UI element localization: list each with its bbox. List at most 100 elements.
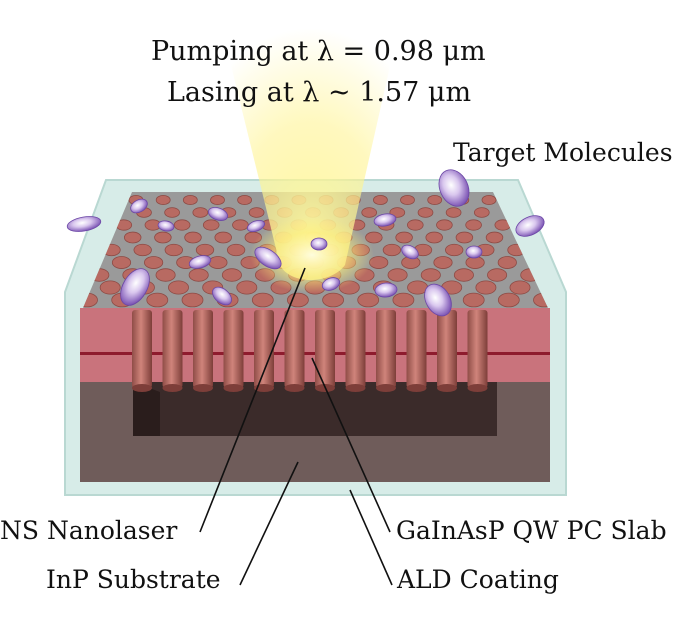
target-molecule [310,237,328,251]
laser-spot [250,217,374,293]
pc-hole [361,207,378,218]
air-cavity [133,382,497,436]
target-molecule [188,255,212,269]
pc-rod [406,310,427,388]
pc-hole [192,207,209,218]
pc-hole [210,194,225,205]
pc-hole [462,292,485,308]
pc-rod [223,310,244,388]
pc-hole [164,243,183,257]
lasing-label: Lasing at λ ~ 1.57 μm [167,77,472,108]
pc-hole [427,194,443,205]
pc-rods [132,310,488,392]
target-molecule [321,277,341,291]
substrate-leader [239,461,299,586]
pc-rod [345,310,366,388]
pc-rod-end [193,384,213,392]
target-molecule [254,246,282,270]
pc-hole [455,231,474,244]
pc-rod-end [437,384,457,392]
target-molecule [424,283,452,317]
pc-hole [382,243,402,257]
pc-hole [475,280,497,295]
pc-rod-end [162,384,183,392]
pc-hole [433,256,453,269]
pc-rod [162,310,183,388]
pc-hole [465,219,482,231]
target-molecule [438,169,470,207]
target-molecule [212,286,232,306]
target-molecule [401,244,419,260]
molecules [66,169,545,317]
pump-beam [215,0,405,280]
pc-hole [248,207,265,218]
pc-hole [487,268,508,282]
pc-hole [123,231,142,244]
pc-hole [445,207,462,218]
pc-rod-end [254,384,274,392]
pc-rod-end [467,384,488,392]
pc-hole [155,194,171,205]
target-molecule [66,216,102,232]
pc-hole [420,268,441,282]
pc-hole [392,292,415,308]
pc-hole [485,231,504,244]
pc-hole [425,231,443,244]
pc-rod-end [376,384,396,392]
target-molecule [130,198,148,214]
target-molecule [246,219,266,233]
pc-rod-end [223,384,244,392]
pc-hole [144,256,164,269]
pc-hole [208,256,228,269]
pc-hole [182,194,198,205]
target-molecules-label: Target Molecules [453,138,673,167]
nanolaser-label: NS Nanolaser [0,516,178,545]
pump-label: Pumping at λ = 0.98 μm [151,36,486,67]
pc-hole [181,292,204,308]
pc-hole [481,194,497,205]
pc-hole [400,194,415,205]
pc-hole [221,268,242,282]
target-molecule [465,245,483,259]
pc-hole [357,292,380,308]
pc-hole [286,292,309,308]
pc-hole [168,280,189,295]
pc-hole [146,292,169,308]
pc-hole [188,268,209,282]
pc-rod-end [406,384,427,392]
slab-leader [311,357,391,533]
pc-hole [497,256,517,269]
pc-rod [254,310,274,388]
pc-rod [193,310,213,388]
pc-hole [453,268,474,282]
pc-hole [417,207,434,218]
pc-rod [132,310,152,388]
coating-leader [349,489,393,586]
cavity-shadow [133,382,160,436]
pc-hole [164,207,180,218]
target-molecule [515,215,545,237]
pc-rod [376,310,396,388]
pc-hole [214,231,232,244]
target-molecule [373,213,397,227]
substrate-label: InP Substrate [46,565,221,594]
target-molecule [207,207,229,221]
pc-hole [387,268,408,282]
pc-rod-end [345,384,366,392]
target-molecule [157,220,175,232]
pc-hole [251,292,274,308]
slab-label: GaInAsP QW PC Slab [396,516,667,545]
pc-rod-end [284,384,305,392]
pc-hole [99,280,121,295]
coating-label: ALD Coating [397,565,559,594]
pc-rod [284,310,305,388]
pc-rod [315,310,335,388]
pc-hole [322,292,345,308]
pc-hole [237,194,253,205]
pc-hole [111,256,132,269]
pc-hole [184,231,202,244]
pc-hole [372,194,388,205]
pc-hole [155,268,176,282]
